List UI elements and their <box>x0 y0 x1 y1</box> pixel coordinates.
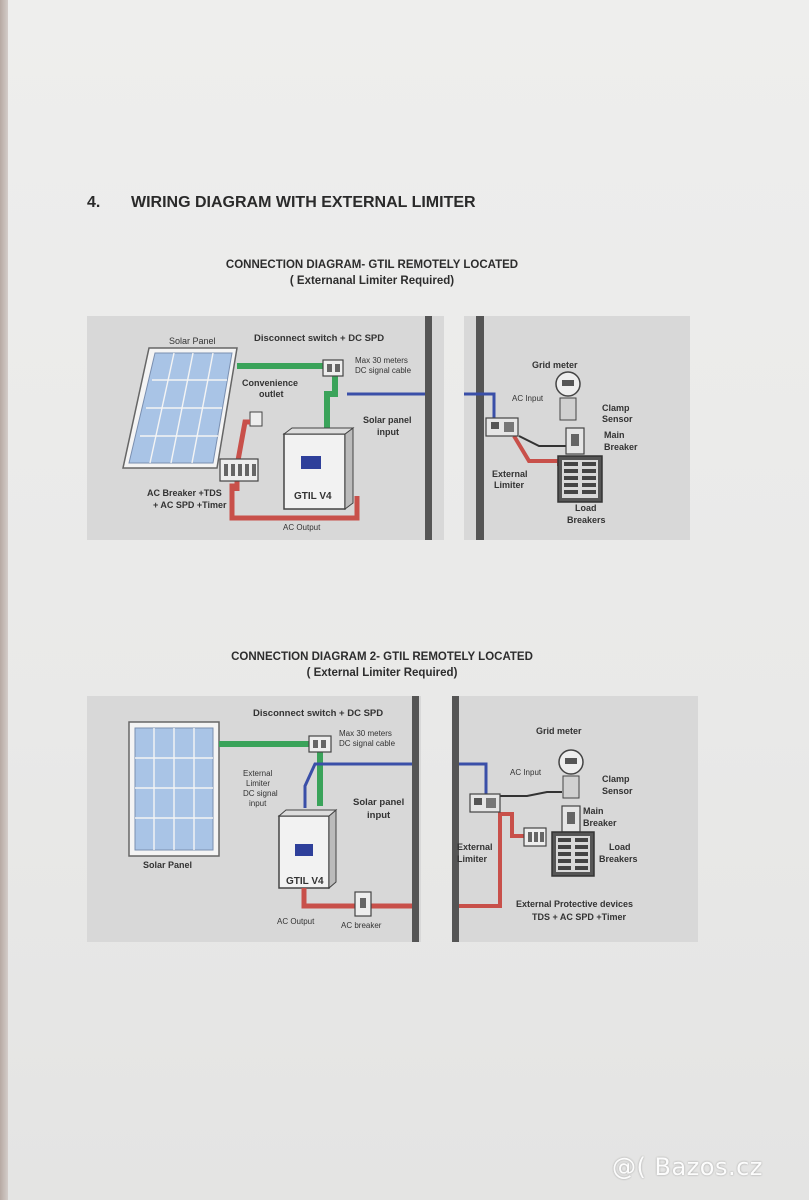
ext-dc-label-1: External <box>243 769 273 778</box>
solar-panel-label: Solar Panel <box>143 860 192 870</box>
clamp-sensor-label-2: Sensor <box>602 414 633 424</box>
main-breaker-label-1: Main <box>583 806 604 816</box>
load-breakers-label-2: Breakers <box>567 515 606 525</box>
load-breakers-label-1: Load <box>609 842 631 852</box>
wall <box>452 696 459 942</box>
inverter-gtil <box>277 808 338 890</box>
diagram2-subcaption: ( External Limiter Required) <box>306 667 458 679</box>
wall <box>412 696 419 942</box>
diagram2-right-panel: Grid meter AC Input External Limiter Cla… <box>452 696 698 942</box>
solar-input-label-1: Solar panel <box>363 415 412 425</box>
signal-cable <box>303 762 412 808</box>
main-breaker-label-1: Main <box>604 430 625 440</box>
ac-breaker-label: AC breaker <box>341 921 382 930</box>
convenience-label-2: outlet <box>259 389 284 399</box>
ac-output-label: AC Output <box>277 917 315 926</box>
ac-wire <box>301 888 412 909</box>
external-limiter-label-1: External <box>457 842 493 852</box>
disconnect-label: Disconnect switch + DC SPD <box>254 333 384 344</box>
disconnect-switch <box>308 735 332 753</box>
watermark: @( Bazos.cz <box>612 1153 763 1181</box>
load-breakers-label-2: Breakers <box>599 854 638 864</box>
external-limiter-label-1: External <box>492 469 528 479</box>
document-page <box>8 0 809 1200</box>
convenience-outlet <box>249 411 263 427</box>
wall <box>476 316 484 540</box>
load-breakers <box>557 455 603 503</box>
max-cable-label-2: DC signal cable <box>355 366 412 375</box>
inverter-label: GTIL V4 <box>286 876 324 887</box>
ac-output-label: AC Output <box>283 523 321 532</box>
ac-wire <box>459 812 537 908</box>
diagram1-right-panel: Grid meter AC Input External Limiter Cla… <box>464 316 690 540</box>
max-cable-label-2: DC signal cable <box>339 739 396 748</box>
solar-input-label-2: input <box>377 427 399 437</box>
grid-meter <box>558 749 584 799</box>
clamp-sensor-label-2: Sensor <box>602 786 633 796</box>
clamp-sensor-label-1: Clamp <box>602 403 630 413</box>
max-cable-label-1: Max 30 meters <box>355 356 408 365</box>
solar-panel <box>128 721 220 857</box>
dc-wire-2 <box>324 376 338 436</box>
disconnect-label: Disconnect switch + DC SPD <box>253 708 383 719</box>
ac-breaker-label-2: + AC SPD +Timer <box>153 500 227 510</box>
inverter-gtil <box>282 427 355 510</box>
solar-panel-label: Solar Panel <box>169 336 216 346</box>
load-breakers <box>551 831 595 877</box>
solar-panel <box>122 347 238 469</box>
wall <box>425 316 432 540</box>
diagram1-left-panel: Solar Panel Disconnect switch + DC SPD M… <box>87 316 444 540</box>
grid-meter-label: Grid meter <box>536 726 582 736</box>
ext-dc-label-2: Limiter <box>246 779 270 788</box>
convenience-label-1: Convenience <box>242 378 298 388</box>
ac-breaker-label-1: AC Breaker +TDS <box>147 488 222 498</box>
protective-label-2: TDS + AC SPD +Timer <box>532 912 627 922</box>
clamp-sensor-label-1: Clamp <box>602 774 630 784</box>
page-edge <box>0 0 9 1200</box>
protective-label-1: External Protective devices <box>516 899 633 909</box>
inverter-label: GTIL V4 <box>294 491 332 502</box>
ext-dc-label-3: DC signal <box>243 789 278 798</box>
load-breakers-label-1: Load <box>575 503 597 513</box>
ac-input-label: AC Input <box>510 768 542 777</box>
section-title: WIRING DIAGRAM WITH EXTERNAL LIMITER <box>131 194 476 211</box>
ext-dc-label-4: input <box>249 799 267 808</box>
grid-meter <box>555 371 581 421</box>
main-breaker-label-2: Breaker <box>583 818 617 828</box>
solar-input-label-1: Solar panel <box>353 797 404 808</box>
signal-cable <box>459 762 488 794</box>
external-limiter-label-2: Limiter <box>457 854 488 864</box>
external-limiter-label-2: Limiter <box>494 480 525 490</box>
section-number: 4. <box>87 194 101 211</box>
max-cable-label-1: Max 30 meters <box>339 729 392 738</box>
diagram1-subcaption: ( Externanal Limiter Required) <box>289 275 455 287</box>
solar-input-label-2: input <box>367 810 391 821</box>
grid-meter-label: Grid meter <box>532 360 578 370</box>
diagram2-left-panel: Solar Panel Disconnect switch + DC SPD M… <box>87 696 421 942</box>
ac-input-label: AC Input <box>512 394 544 403</box>
diagram1-caption: CONNECTION DIAGRAM- GTIL REMOTELY LOCATE… <box>225 259 519 271</box>
diagram2-caption: CONNECTION DIAGRAM 2- GTIL REMOTELY LOCA… <box>231 651 533 663</box>
main-breaker-label-2: Breaker <box>604 442 638 452</box>
